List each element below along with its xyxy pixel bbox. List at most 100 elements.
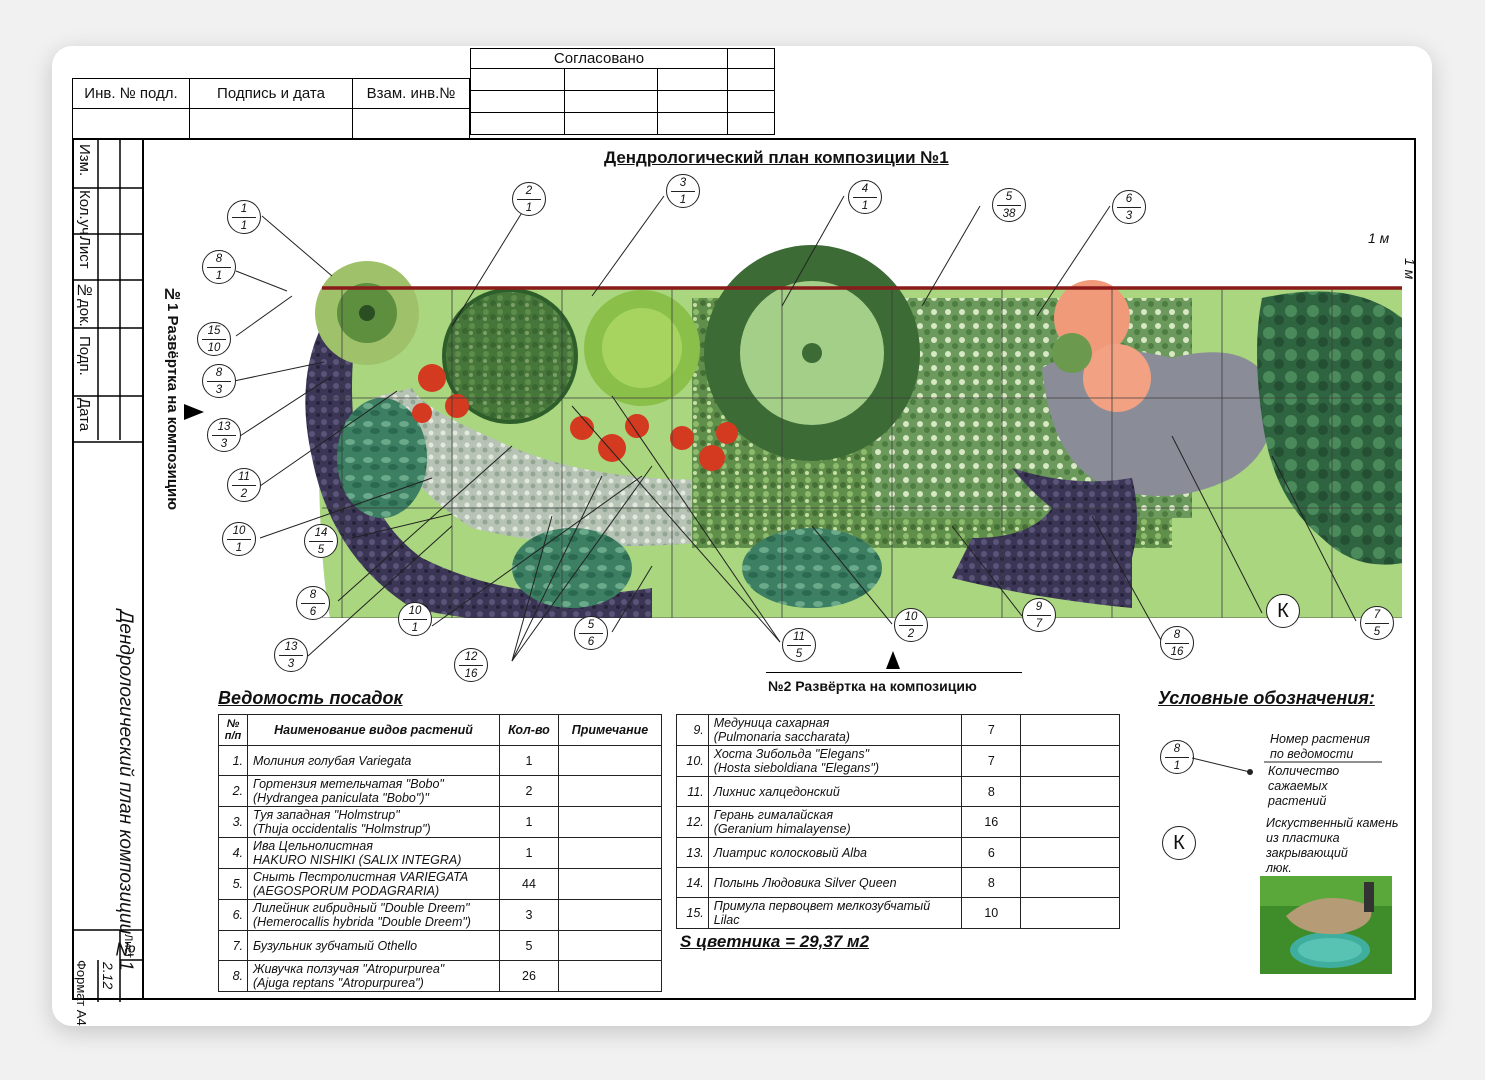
- plant-qty: 8: [961, 867, 1022, 898]
- side-label-list: Лист: [76, 236, 93, 269]
- plant-note: [558, 837, 662, 869]
- legend-k-marker: К: [1162, 826, 1196, 860]
- table-row: 6.Лилейник гибридный "Double Dreem" (Hem…: [218, 899, 662, 931]
- side-column-lines: [74, 140, 144, 1002]
- plant-name: Полынь Людовика Silver Queen: [707, 867, 963, 898]
- plant-number: 13.: [676, 837, 709, 868]
- plant-qty: 5: [499, 930, 559, 961]
- plant-number: 4.: [218, 837, 248, 869]
- plant-name: Лиатрис колосковый Alba: [707, 837, 963, 868]
- planting-table-2: 9.Медуница сахарная (Pulmonaria sacchara…: [676, 714, 1120, 929]
- view2-arrow: [886, 651, 900, 669]
- plant-name: Гортензия метельчатая "Bobo" (Hydrangea …: [247, 775, 500, 807]
- table-row: 3.Туя западная "Holmstrup" (Thuja occide…: [218, 806, 662, 838]
- plant-note: [558, 806, 662, 838]
- plant-number: 2.: [218, 775, 248, 807]
- drawing-sheet: Инв. № подл. Подпись и дата Взам. инв.№ …: [52, 46, 1432, 1026]
- col-note: Примечание: [558, 714, 662, 746]
- plant-number: 7.: [218, 930, 248, 961]
- plant-qty: 26: [499, 960, 559, 992]
- salix-hakuro-nishiki: [704, 245, 920, 461]
- plant-qty: 1: [499, 806, 559, 838]
- side-drawing-title: Дендрологический план композиции №1: [115, 610, 136, 971]
- plant-note: [558, 960, 662, 992]
- plant-name: Лихнис халцедонский: [707, 776, 963, 807]
- scale-h-label: 1 м: [1368, 230, 1390, 246]
- plant-name: Лилейник гибридный "Double Dreem" (Hemer…: [247, 899, 500, 931]
- plant-qty: 44: [499, 868, 559, 900]
- plant-number: 1.: [218, 745, 248, 776]
- legend-count-label: Количество сажаемых растений: [1268, 764, 1340, 808]
- plan-grid: [322, 288, 1402, 618]
- plant-number: 11.: [676, 776, 709, 807]
- side-label-podp: Подп.: [76, 336, 93, 376]
- legend-title: Условные обозначения:: [1158, 688, 1375, 708]
- view2-line: [766, 672, 1022, 673]
- col-qty: Кол-во: [499, 714, 559, 746]
- planting-table-1: № п/п Наименование видов растений Кол-во…: [218, 714, 662, 992]
- table-row: 15.Примула первоцвет мелкозубчатый Lilac…: [676, 897, 1120, 929]
- bed-border: [322, 286, 1402, 290]
- table-row: 10.Хоста Зибольда "Elegans" (Hosta siebo…: [676, 745, 1120, 777]
- plant-note: [1020, 806, 1120, 838]
- hemerocallis-double-dreem: [1052, 280, 1151, 412]
- plant-number: 3.: [218, 806, 248, 838]
- stamp-sign-date: Подпись и дата: [189, 78, 353, 109]
- stamp-agreed-table: Согласовано: [470, 48, 775, 135]
- plant-note: [558, 868, 662, 900]
- legend-k-description: Искуственный камень из пластика закрываю…: [1266, 816, 1399, 875]
- plant-qty: 3: [499, 899, 559, 931]
- table-row: 12.Герань гималайская (Geranium himalaye…: [676, 806, 1120, 838]
- stamp-inventory-table: Инв. № подл. Подпись и дата Взам. инв.№: [72, 78, 470, 139]
- view1-arrow: [184, 404, 204, 420]
- plant-qty: 7: [961, 745, 1022, 777]
- stone-hatch-photo: [1260, 876, 1392, 974]
- plant-name: Примула первоцвет мелкозубчатый Lilac: [707, 897, 963, 929]
- side-label-ndok: №док.: [76, 282, 93, 327]
- stamp-inv-podl: Инв. № подл.: [72, 78, 190, 109]
- ligularia-othello: [1257, 291, 1402, 565]
- side-label-data: Дата: [76, 398, 93, 432]
- plant-note: [1020, 897, 1120, 929]
- planting-title: Ведомость посадок: [218, 688, 403, 708]
- plant-qty: 7: [961, 714, 1022, 746]
- plant-name: Хоста Зибольда "Elegans" (Hosta sieboldi…: [707, 745, 963, 777]
- plant-number: 10.: [676, 745, 709, 777]
- lychnis-red-flowers: [412, 364, 738, 471]
- plant-note: [558, 930, 662, 961]
- plant-number: 6.: [218, 899, 248, 931]
- plant-name: Герань гималайская (Geranium himalayense…: [707, 806, 963, 838]
- side-label-kol: Кол.уч.: [76, 190, 93, 240]
- plant-qty: 10: [961, 897, 1022, 929]
- table-row: 9.Медуница сахарная (Pulmonaria sacchara…: [676, 714, 1120, 746]
- sheet-label: Лист: [122, 934, 134, 958]
- plant-qty: 6: [961, 837, 1022, 868]
- plant-number: 9.: [676, 714, 709, 746]
- legend-leader: [1192, 757, 1382, 775]
- plant-name: Молиния голубая Variegata: [247, 745, 500, 776]
- legend-number-label: Номер растения по ведомости: [1270, 732, 1370, 761]
- callout-leaders: [233, 195, 1357, 662]
- col-num: № п/п: [218, 714, 248, 746]
- plant-note: [1020, 714, 1120, 746]
- format-label: Формат А4: [74, 960, 89, 1026]
- side-revision-column: Изм. Кол.уч. Лист №док. Подп. Дата Дендр…: [72, 138, 144, 1026]
- plan-title: Дендрологический план композиции №1: [604, 148, 949, 167]
